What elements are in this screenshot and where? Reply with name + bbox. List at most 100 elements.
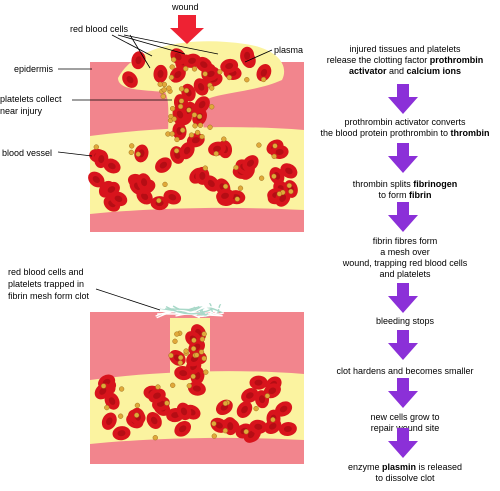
- platelet: [197, 122, 204, 128]
- clot-label: red blood cells and: [8, 267, 84, 277]
- top-skin-section: [88, 41, 304, 232]
- platelet: [209, 85, 215, 91]
- platelet: [203, 369, 209, 375]
- step-text: wound, trapping red blood cells: [342, 258, 468, 268]
- platelet: [201, 331, 207, 337]
- step-keyword: fibrinogen: [413, 179, 458, 189]
- platelet: [171, 57, 177, 63]
- platelet: [222, 428, 228, 434]
- red-blood-cell: [242, 155, 259, 172]
- step-text: prothrombin activator converts: [344, 117, 466, 127]
- platelet: [155, 384, 161, 390]
- red-blood-cell: [134, 144, 149, 163]
- platelet: [270, 417, 276, 423]
- platelet: [271, 173, 277, 179]
- red-blood-cell: [249, 375, 268, 390]
- step-line: clot hardens and becomes smaller: [312, 366, 498, 377]
- platelet: [217, 69, 223, 75]
- step-keyword: calcium ions: [406, 66, 462, 76]
- red-blood-cell: [122, 71, 138, 88]
- fibrin-strand: [156, 307, 188, 319]
- fibrin-strand: [197, 305, 209, 316]
- step-line: release the clotting factor prothrombin: [312, 55, 498, 66]
- step-text: fibrin fibres form: [372, 236, 438, 246]
- platelet: [190, 346, 197, 352]
- platelet: [234, 196, 240, 202]
- step-text: bleeding stops: [375, 316, 435, 326]
- step-text: is released: [416, 462, 463, 472]
- step-keyword: prothrombin: [429, 55, 484, 65]
- step-line: new cells grow to: [312, 412, 498, 423]
- red-blood-cell: [249, 419, 268, 434]
- platelet: [198, 349, 205, 355]
- platelet: [117, 413, 124, 419]
- step-keyword: thrombin: [450, 128, 490, 138]
- step-line: thrombin splits fibrinogen: [312, 179, 498, 190]
- platelet: [183, 87, 190, 94]
- platelet: [183, 348, 189, 354]
- platelet: [202, 71, 208, 77]
- step-text: injured tissues and platelets: [349, 44, 461, 54]
- platelet: [199, 133, 205, 140]
- platelet: [180, 127, 186, 133]
- platelet: [243, 429, 249, 435]
- down-arrow-icon: [170, 15, 204, 44]
- platelet: [118, 386, 125, 392]
- platelet: [171, 116, 177, 122]
- platelet: [174, 136, 180, 143]
- platelet: [237, 185, 244, 191]
- red-blood-cell: [193, 78, 209, 96]
- platelet: [186, 107, 192, 113]
- epidermis-label: epidermis: [14, 64, 54, 74]
- platelet: [169, 64, 175, 70]
- platelet: [169, 105, 176, 112]
- top-platelets: [93, 57, 294, 204]
- platelet: [256, 142, 262, 148]
- platelet: [209, 104, 215, 110]
- step-line: a mesh over: [312, 247, 498, 258]
- red-blood-cell: [195, 56, 213, 73]
- platelet: [202, 165, 208, 171]
- fibrin-strand: [174, 303, 213, 307]
- platelet: [253, 405, 259, 412]
- red-blood-cell: [240, 46, 255, 65]
- red-blood-cell: [102, 181, 120, 198]
- platelet: [172, 338, 178, 344]
- platelet: [288, 188, 294, 195]
- step-text: and platelets: [379, 269, 431, 279]
- red-blood-cell: [278, 421, 297, 437]
- clot-label-2: platelets trapped in: [8, 279, 84, 289]
- platelet: [100, 383, 107, 389]
- step-line: fibrin fibres form: [312, 236, 498, 247]
- red-blood-cell: [153, 64, 168, 83]
- red-blood-cell: [280, 163, 298, 179]
- fibrin-strand: [192, 306, 224, 314]
- red-blood-cell: [155, 157, 172, 173]
- platelet: [211, 421, 217, 427]
- platelet: [152, 435, 158, 441]
- platelet: [186, 383, 192, 389]
- platelet: [260, 76, 267, 83]
- clot-label-3: fibrin mesh form clot: [8, 291, 90, 301]
- red-blood-cell: [187, 381, 206, 396]
- platelet: [191, 66, 198, 72]
- platelet: [199, 336, 206, 342]
- platelet: [226, 74, 232, 81]
- leader-lines: [57, 34, 273, 311]
- red-blood-cell: [241, 388, 259, 403]
- bottom-platelets: [100, 330, 276, 441]
- red-blood-cell: [131, 51, 146, 70]
- red-blood-cell: [275, 401, 293, 417]
- red-blood-cell: [208, 141, 226, 156]
- bottom-skin-section: [90, 303, 304, 464]
- step-line: wound, trapping red blood cells: [312, 258, 498, 269]
- step-line: bleeding stops: [312, 316, 498, 327]
- platelet: [104, 404, 110, 411]
- platelet: [192, 123, 198, 129]
- platelet: [177, 360, 183, 366]
- step-text: to dissolve clot: [375, 473, 435, 483]
- platelet: [168, 74, 175, 81]
